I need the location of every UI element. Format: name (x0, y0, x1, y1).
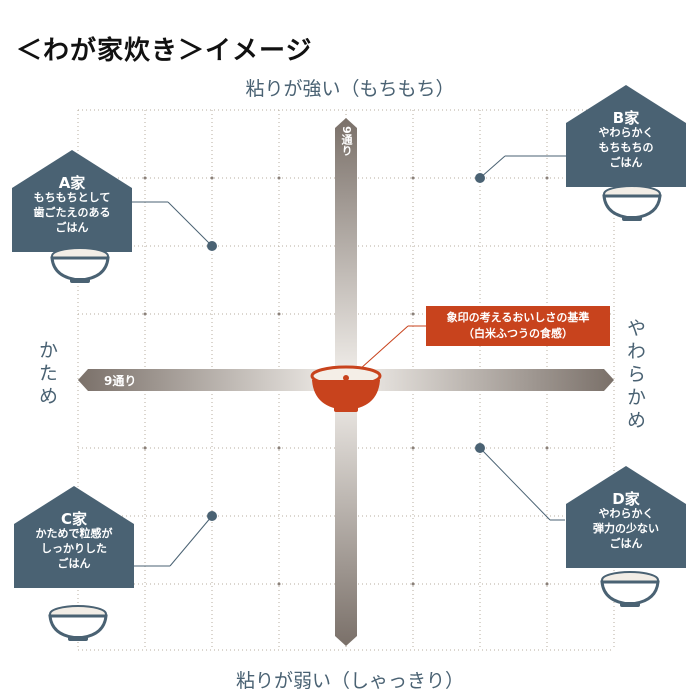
grid-dots (143, 176, 549, 586)
house-description: やわらかく もちもちの ごはん (598, 126, 654, 169)
horizontal-arrow-label: 9通り (104, 374, 137, 388)
callout-line2: （白米ふつうの食感） (463, 327, 573, 340)
house-b: B家 やわらかく もちもちの ごはん (566, 85, 686, 187)
house-body: もちもちとして 歯ごたえのある ごはん (12, 188, 132, 252)
house-roof (566, 466, 686, 504)
house-body: かためで粒感が しっかりした ごはん (14, 524, 134, 588)
axis-label-left: かため (36, 340, 58, 409)
marker-a (120, 201, 217, 251)
house-roof (12, 150, 132, 188)
marker-c (120, 511, 217, 567)
house-description: かためで粒感が しっかりした ごはん (35, 527, 113, 570)
house-description: やわらかく 弾力の少ない ごはん (593, 507, 659, 550)
standard-callout: 象印の考えるおいしさの基準 （白米ふつうの食感） (426, 306, 610, 346)
axis-label-right: やわらかめ (624, 318, 646, 433)
rice-bowl-icon (600, 571, 660, 607)
house-a: A家 もちもちとして 歯ごたえのある ごはん (12, 150, 132, 252)
page-title: ＜わが家炊き＞イメージ (16, 36, 313, 66)
center-bowl-icon (310, 365, 382, 412)
house-description: もちもちとして 歯ごたえのある ごはん (33, 191, 111, 234)
marker-d (475, 443, 565, 521)
rice-bowl-icon (50, 247, 110, 283)
house-name: A家 (58, 174, 86, 192)
axis-label-top: 粘りが強い（もちもち） (245, 78, 455, 100)
vertical-arrow-label: 9通り (340, 126, 353, 156)
house-name: B家 (612, 109, 640, 127)
house-name: C家 (60, 510, 87, 528)
house-roof (566, 85, 686, 123)
rice-bowl-icon (48, 605, 108, 641)
callout-line1: 象印の考えるおいしさの基準 (446, 311, 590, 324)
marker-b (475, 155, 575, 183)
house-d: D家 やわらかく 弾力の少ない ごはん (566, 466, 686, 568)
house-body: やわらかく 弾力の少ない ごはん (566, 504, 686, 568)
house-name: D家 (612, 490, 640, 508)
house-c: C家 かためで粒感が しっかりした ごはん (14, 486, 134, 588)
house-body: やわらかく もちもちの ごはん (566, 123, 686, 187)
axis-label-bottom: 粘りが弱い（しゃっきり） (235, 670, 464, 692)
house-roof (14, 486, 134, 524)
rice-bowl-icon (602, 185, 662, 221)
